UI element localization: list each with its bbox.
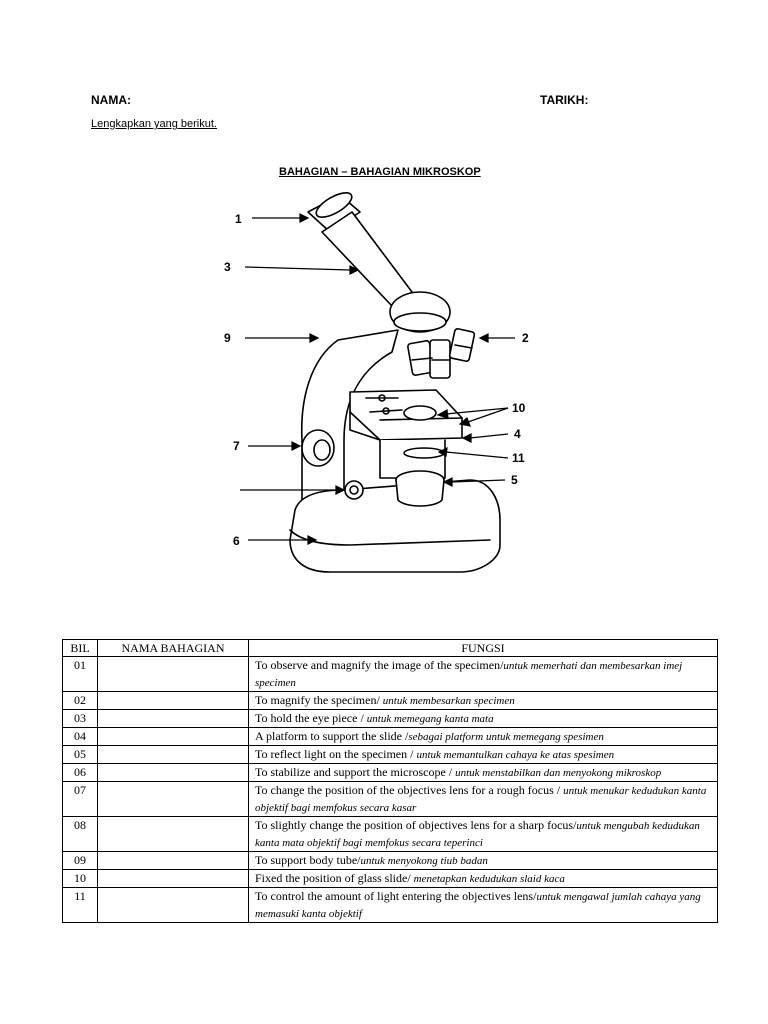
microscope-diagram: 1 3 9 2 10 4 7 11 5 6: [224, 192, 529, 573]
function-malay: untuk menstabilkan dan menyokong mikrosk…: [455, 767, 662, 779]
row-number: 05: [62, 745, 98, 764]
function-malay: untuk menyokong tiub badan: [360, 855, 488, 867]
parts-table: BIL NAMA BAHAGIAN FUNGSI 01 To observe an…: [62, 639, 718, 923]
diagram-label-11: 11: [512, 451, 525, 465]
diagram-label-1: 1: [235, 212, 242, 226]
function-malay: untuk memantulkan cahaya ke atas spesime…: [416, 749, 615, 761]
diagram-label-2: 2: [522, 331, 529, 345]
diagram-label-10: 10: [512, 401, 526, 415]
function-malay: untuk mengubah kedudukan kanta mata obje…: [255, 820, 700, 849]
table-row: 06 To stabilize and support the microscop…: [62, 763, 718, 782]
table-row: 10 Fixed the position of glass slide/ men…: [62, 869, 718, 888]
objective-lens-2: [429, 339, 451, 379]
row-number: 06: [62, 763, 98, 782]
function-malay: untuk mengawal jumlah cahaya yang memasu…: [255, 891, 701, 920]
header-nama-bahagian: NAMA BAHAGIAN: [97, 639, 249, 657]
function-cell: To observe and magnify the image of the …: [248, 656, 718, 692]
function-cell: To magnify the specimen/ untuk membesark…: [248, 691, 718, 710]
function-malay: untuk memegang kanta mata: [366, 713, 494, 725]
table-row: 02 To magnify the specimen/ untuk membesa…: [62, 691, 718, 710]
base-shape: [289, 479, 501, 573]
objective-lens-3: [448, 328, 476, 362]
diagram-label-7: 7: [233, 439, 240, 453]
diagram-label-6: 6: [233, 534, 240, 548]
nama-label: NAMA:: [91, 93, 131, 107]
part-name-cell[interactable]: [97, 709, 249, 728]
instruction-text: Lengkapkan yang berikut.: [91, 118, 217, 130]
header-bil: BIL: [62, 639, 98, 657]
table-row: 07 To change the position of the objectiv…: [62, 781, 718, 817]
body-tube-shape: [321, 211, 413, 307]
diagram-label-9: 9: [224, 331, 231, 345]
table-row: 11 To control the amount of light enterin…: [62, 887, 718, 923]
table-row: 08 To slightly change the position of obj…: [62, 816, 718, 852]
row-number: 02: [62, 691, 98, 710]
part-name-cell[interactable]: [97, 745, 249, 764]
function-cell: Fixed the position of glass slide/ menet…: [248, 869, 718, 888]
function-english: To stabilize and support the microscope …: [255, 765, 456, 779]
table-row: 05 To reflect light on the specimen / unt…: [62, 745, 718, 764]
function-malay: menetapkan kedudukan slaid kaca: [413, 873, 565, 885]
function-english: A platform to support the slide /: [255, 729, 409, 743]
coarse-adjustment-knob: [301, 429, 335, 467]
diagram-title: BAHAGIAN – BAHAGIAN MIKROSKOP: [279, 166, 481, 178]
fine-adjustment-knob: [344, 480, 364, 500]
function-english: To observe and magnify the image of the …: [255, 658, 504, 672]
function-cell: To support body tube/untuk menyokong tiu…: [248, 851, 718, 870]
function-cell: To stabilize and support the microscope …: [248, 763, 718, 782]
part-name-cell[interactable]: [97, 656, 249, 692]
row-number: 08: [62, 816, 98, 852]
part-name-cell[interactable]: [97, 691, 249, 710]
function-english: To hold the eye piece /: [255, 711, 367, 725]
row-number: 03: [62, 709, 98, 728]
part-name-cell[interactable]: [97, 887, 249, 923]
part-name-cell[interactable]: [97, 816, 249, 852]
function-malay: untuk memerhati dan membesarkan imej spe…: [255, 660, 683, 689]
diagram-label-4: 4: [514, 427, 521, 441]
row-number: 07: [62, 781, 98, 817]
function-cell: To change the position of the objectives…: [248, 781, 718, 817]
part-name-cell[interactable]: [97, 781, 249, 817]
row-number: 01: [62, 656, 98, 692]
table-header-row: BIL NAMA BAHAGIAN FUNGSI: [62, 639, 718, 657]
table-row: 09 To support body tube/untuk menyokong t…: [62, 851, 718, 870]
function-english: To reflect light on the specimen /: [255, 747, 417, 761]
function-malay: untuk membesarkan specimen: [382, 695, 515, 707]
part-name-cell[interactable]: [97, 763, 249, 782]
function-english: To control the amount of light entering …: [255, 889, 537, 903]
diagram-label-3: 3: [224, 260, 231, 274]
part-name-cell[interactable]: [97, 869, 249, 888]
function-english: To change the position of the objectives…: [255, 783, 564, 797]
table-row: 03 To hold the eye piece / untuk memegang…: [62, 709, 718, 728]
function-english: To magnify the specimen/: [255, 693, 383, 707]
row-number: 10: [62, 869, 98, 888]
header-fungsi: FUNGSI: [248, 639, 718, 657]
function-malay: untuk menukar kedudukan kanta objektif b…: [255, 785, 707, 814]
table-row: 04 A platform to support the slide /sebag…: [62, 727, 718, 746]
function-english: To support body tube/: [255, 853, 361, 867]
function-cell: To hold the eye piece / untuk memegang k…: [248, 709, 718, 728]
part-name-cell[interactable]: [97, 727, 249, 746]
row-number: 11: [62, 887, 98, 923]
function-cell: To control the amount of light entering …: [248, 887, 718, 923]
part-name-cell[interactable]: [97, 851, 249, 870]
function-malay: sebagai platform untuk memegang spesimen: [408, 731, 604, 743]
table-row: 01 To observe and magnify the image of th…: [62, 656, 718, 692]
tarikh-label: TARIKH:: [540, 93, 589, 107]
row-number: 04: [62, 727, 98, 746]
stage-clip-right: [369, 409, 403, 413]
row-number: 09: [62, 851, 98, 870]
function-cell: A platform to support the slide /sebagai…: [248, 727, 718, 746]
function-cell: To reflect light on the specimen / untuk…: [248, 745, 718, 764]
function-english: To slightly change the position of objec…: [255, 818, 577, 832]
diagram-label-5: 5: [511, 473, 518, 487]
function-cell: To slightly change the position of objec…: [248, 816, 718, 852]
function-english: Fixed the position of glass slide/: [255, 871, 414, 885]
